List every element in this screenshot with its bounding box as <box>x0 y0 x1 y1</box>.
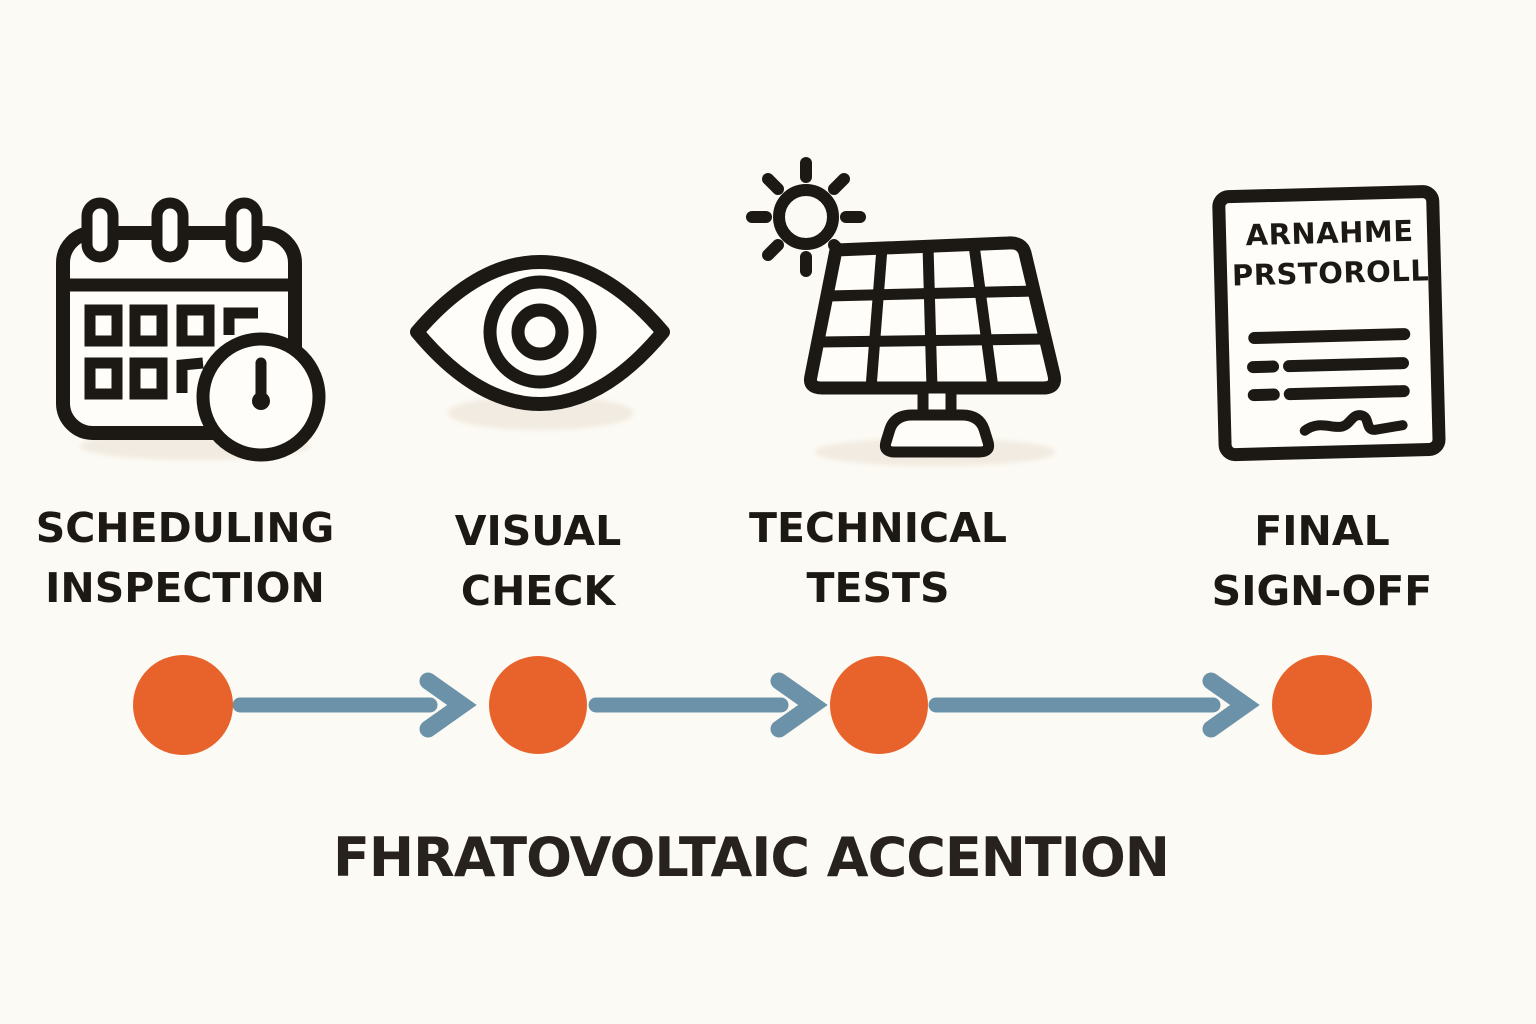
timeline-node-4 <box>1272 655 1372 755</box>
step-label-visual-check: VISUAL CHECK <box>328 501 748 621</box>
document-title-line2: PRSTOROLL <box>1231 253 1430 293</box>
panel-stand <box>879 382 995 458</box>
calendar-clock-icon <box>55 195 340 469</box>
step-label-line: TESTS <box>806 564 950 612</box>
eye-icon <box>405 252 675 421</box>
timeline <box>133 655 1372 755</box>
timeline-node-2 <box>489 656 587 754</box>
step-label-scheduling-inspection: SCHEDULING INSPECTION <box>0 498 395 618</box>
document-signature-icon: ARNAHME PRSTOROLL <box>1208 183 1455 469</box>
step-label-line: INSPECTION <box>45 564 325 612</box>
step-label-line: TECHNICAL <box>749 504 1007 552</box>
step-label-technical-tests: TECHNICAL TESTS <box>668 498 1088 618</box>
step-label-line: CHECK <box>460 567 616 615</box>
step-label-line: SCHEDULING <box>35 504 335 552</box>
panel <box>804 236 1061 395</box>
step-label-final-sign-off: FINAL SIGN-OFF <box>1112 501 1532 621</box>
process-title: FHRATOVOLTAIC ACCENTION <box>333 826 1170 889</box>
timeline-arrow-2-head <box>770 672 828 738</box>
pupil <box>511 303 569 361</box>
document-title-line1: ARNAHME <box>1245 213 1414 253</box>
step-label-line: VISUAL <box>454 507 622 555</box>
signature-squiggle <box>1299 410 1408 436</box>
timeline-arrow-1-head <box>419 672 477 738</box>
timeline-node-3 <box>830 656 928 754</box>
timeline-arrow-3-head <box>1202 672 1260 738</box>
solar-panel-sun-icon <box>740 145 1070 469</box>
timeline-node-1 <box>133 655 233 755</box>
step-label-line: FINAL <box>1254 507 1390 555</box>
step-label-line: SIGN-OFF <box>1211 567 1433 615</box>
iris <box>483 275 597 389</box>
